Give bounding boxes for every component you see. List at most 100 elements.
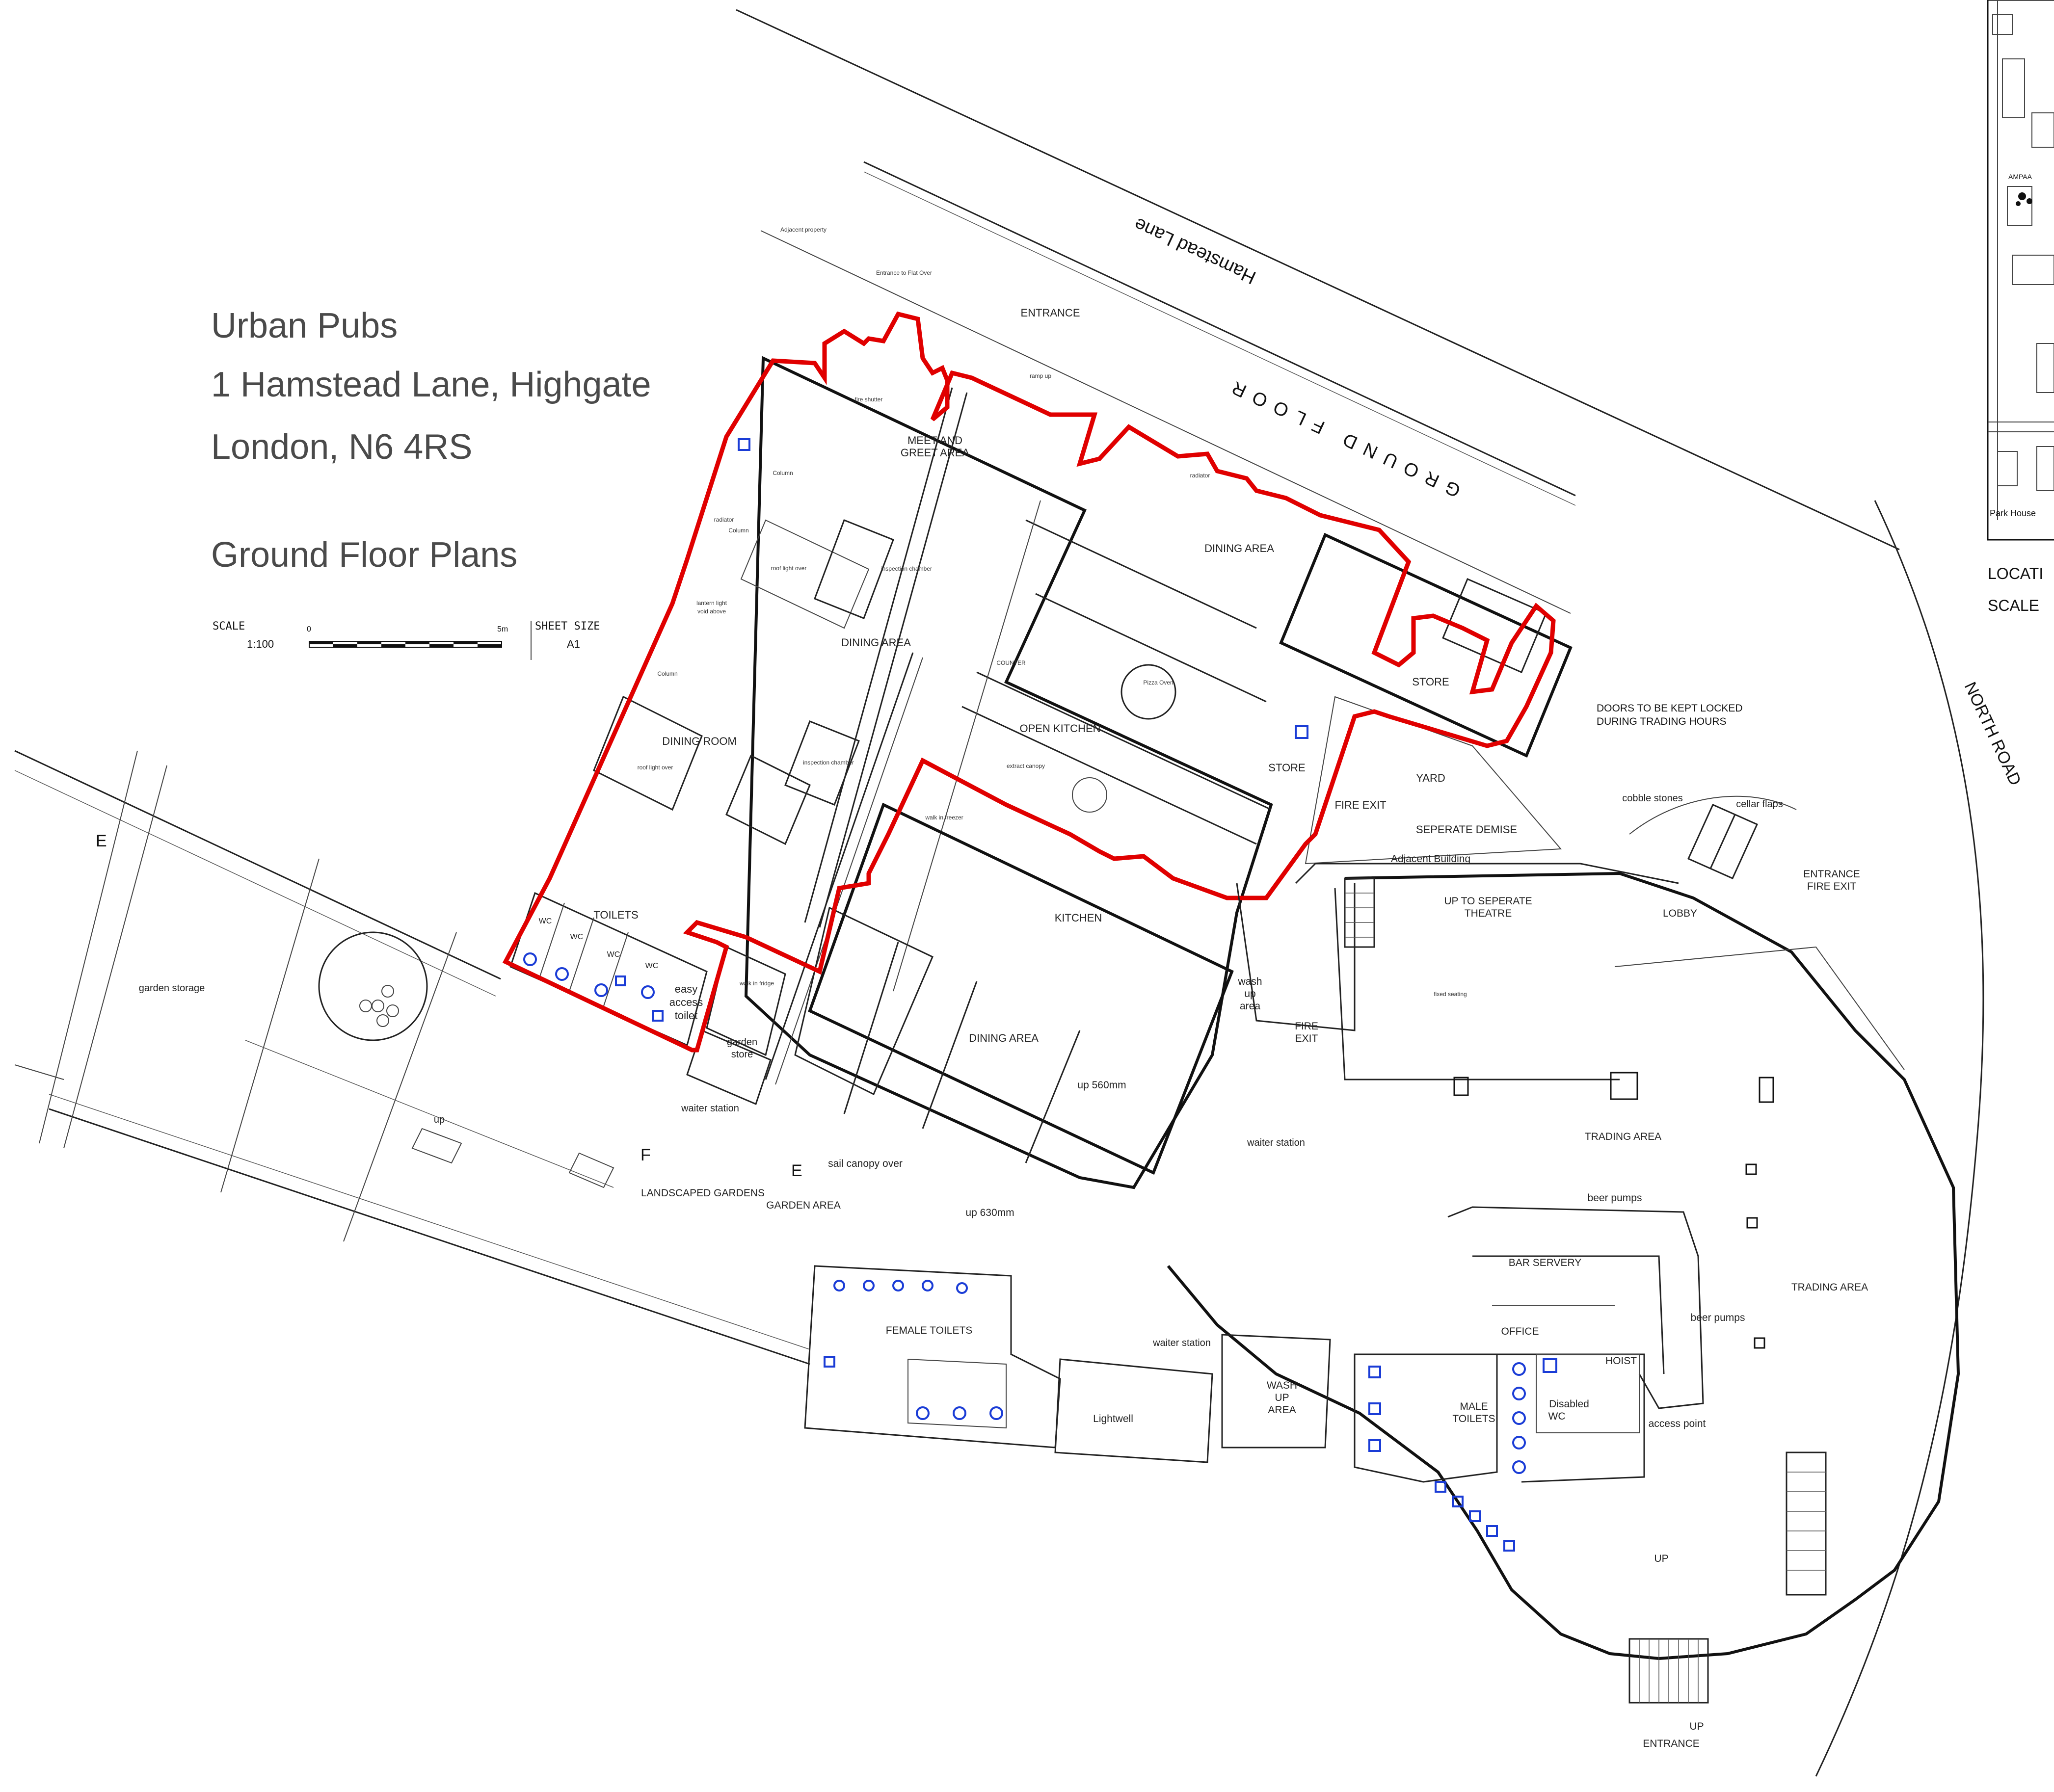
- location-park-house: Park House: [1990, 508, 2036, 518]
- label-washup-2: up: [1244, 988, 1255, 1000]
- label-access-point: access point: [1649, 1418, 1706, 1429]
- note-radiator-1: radiator: [714, 516, 734, 523]
- label-garden-store-2: store: [731, 1049, 753, 1060]
- label-store-1: STORE: [1412, 676, 1449, 688]
- wc-pan-icon: [555, 967, 569, 981]
- label-wc-1: WC: [539, 917, 552, 925]
- label-entrance-fire-exit-1: ENTRANCE: [1803, 869, 1860, 880]
- note-walk-in-freezer: walk in freezer: [925, 814, 963, 821]
- label-bar-servery: BAR SERVERY: [1509, 1257, 1582, 1268]
- urinal-icon: [1469, 1510, 1481, 1522]
- basin-icon: [863, 1280, 875, 1291]
- scale-value: 1:100: [247, 638, 274, 650]
- label-dining-area-1: DINING AREA: [1204, 542, 1274, 554]
- basin-icon: [1512, 1411, 1526, 1425]
- note-lantern-1: lantern light: [696, 600, 727, 606]
- basin-icon: [615, 975, 626, 986]
- label-ground-floor: GROUND FLOOR: [1221, 373, 1464, 501]
- label-fire-exit-2b: EXIT: [1295, 1033, 1318, 1044]
- wc-pan-icon: [916, 1406, 930, 1420]
- label-waiter-station-3: waiter station: [1152, 1338, 1211, 1348]
- drawing-title: Ground Floor Plans: [211, 535, 517, 575]
- wc-pan-icon: [594, 983, 608, 997]
- building-outline: [509, 356, 1679, 1189]
- label-up-garden: up: [434, 1114, 445, 1125]
- basin-icon: [1512, 1436, 1526, 1449]
- note-column-2: Column: [657, 670, 677, 677]
- label-female-toilets: FEMALE TOILETS: [886, 1325, 973, 1336]
- label-entrance-top: ENTRANCE: [1020, 307, 1080, 319]
- label-trading-area-2: TRADING AREA: [1791, 1282, 1868, 1293]
- label-washup-big-1: WASH: [1267, 1380, 1297, 1391]
- label-easy-access-2: access: [669, 996, 703, 1008]
- scale-bar-start: 0: [307, 625, 311, 633]
- street-north-road: NORTH ROAD: [1961, 679, 2025, 789]
- basin-icon: [1512, 1362, 1526, 1376]
- site-boundary: [502, 311, 1556, 1053]
- label-beer-pumps-2: beer pumps: [1691, 1312, 1745, 1323]
- urinal-icon: [1368, 1402, 1381, 1415]
- basin-icon: [652, 1010, 664, 1022]
- sheet-size-value: A1: [567, 638, 580, 650]
- label-male-toilets-2: TOILETS: [1452, 1413, 1495, 1424]
- section-marker-f: F: [640, 1146, 651, 1164]
- urinal-icon: [1435, 1481, 1446, 1493]
- note-roof-light-1: roof light over: [771, 565, 807, 572]
- scale-label: SCALE: [213, 620, 245, 632]
- label-open-kitchen: OPEN KITCHEN: [1019, 722, 1100, 735]
- label-disabled-wc-2: WC: [1548, 1411, 1566, 1422]
- label-up-seperate-1: UP TO SEPERATE: [1444, 896, 1532, 907]
- sheet-size-label: SHEET SIZE: [535, 620, 600, 632]
- note-extract: extract canopy: [1007, 763, 1045, 769]
- urinal-icon: [1503, 1540, 1515, 1552]
- label-up-630: up 630mm: [965, 1207, 1014, 1218]
- label-seperate-demise: SEPERATE DEMISE: [1416, 823, 1517, 836]
- label-wc-2: WC: [570, 933, 584, 941]
- basin-icon: [922, 1280, 934, 1291]
- label-dining-area-3: DINING AREA: [969, 1032, 1039, 1044]
- label-lightwell: Lightwell: [1093, 1413, 1133, 1424]
- label-garden-store-1: garden: [727, 1037, 757, 1048]
- label-up-seperate-2: THEATRE: [1465, 908, 1512, 919]
- label-kitchen: KITCHEN: [1055, 912, 1102, 924]
- urinal-icon: [1368, 1366, 1381, 1378]
- note-roof-light-2: roof light over: [638, 764, 673, 771]
- label-dining-area-2: DINING AREA: [841, 636, 911, 649]
- room-labels: ENTRANCE MEET AND GREET AREA DINING AREA…: [96, 307, 1868, 1749]
- label-disabled-wc-1: Disabled: [1549, 1398, 1589, 1410]
- urinal-icon: [1452, 1496, 1464, 1507]
- note-ramp: ramp up: [1030, 372, 1051, 379]
- urinal-icon: [1368, 1439, 1381, 1452]
- basin-icon: [1512, 1460, 1526, 1474]
- note-radiator-2: radiator: [1190, 472, 1210, 479]
- scale-bar: [309, 641, 502, 648]
- label-store-2: STORE: [1268, 762, 1305, 774]
- label-yard: YARD: [1416, 772, 1445, 784]
- label-washup-1: wash: [1237, 976, 1262, 987]
- label-waiter-station-2: waiter station: [1247, 1137, 1305, 1148]
- label-up-bottom: UP: [1689, 1721, 1704, 1732]
- label-entrance-fire-exit-2: FIRE EXIT: [1807, 881, 1857, 892]
- label-office: OFFICE: [1501, 1326, 1539, 1337]
- label-cellar-flaps: cellar flaps: [1736, 799, 1783, 810]
- sanitary-fixtures: [523, 438, 1557, 1552]
- note-counter: COUNTER: [996, 659, 1026, 666]
- urinal-icon: [1486, 1525, 1498, 1537]
- basin-icon: [833, 1280, 845, 1291]
- wc-pan-icon: [523, 952, 537, 966]
- site-address: 1 Hamstead Lane, Highgate: [211, 365, 651, 404]
- note-adjacent-property: Adjacent property: [780, 226, 827, 233]
- pub-linework: [804, 795, 1960, 1704]
- location-title: LOCATI: [1988, 565, 2043, 582]
- label-toilets: TOILETS: [593, 909, 638, 921]
- garden-linework: [39, 750, 614, 1242]
- label-fire-exit-2a: FIRE: [1295, 1021, 1318, 1032]
- basin-icon: [892, 1280, 904, 1291]
- wc-pan-icon: [989, 1406, 1003, 1420]
- note-fixed-seating: fixed seating: [1434, 991, 1467, 998]
- note-fire-shutter: fire shutter: [855, 396, 883, 403]
- label-washup-big-3: AREA: [1268, 1404, 1296, 1416]
- label-sail-canopy: sail canopy over: [828, 1158, 903, 1169]
- wc-pan-icon: [824, 1356, 835, 1368]
